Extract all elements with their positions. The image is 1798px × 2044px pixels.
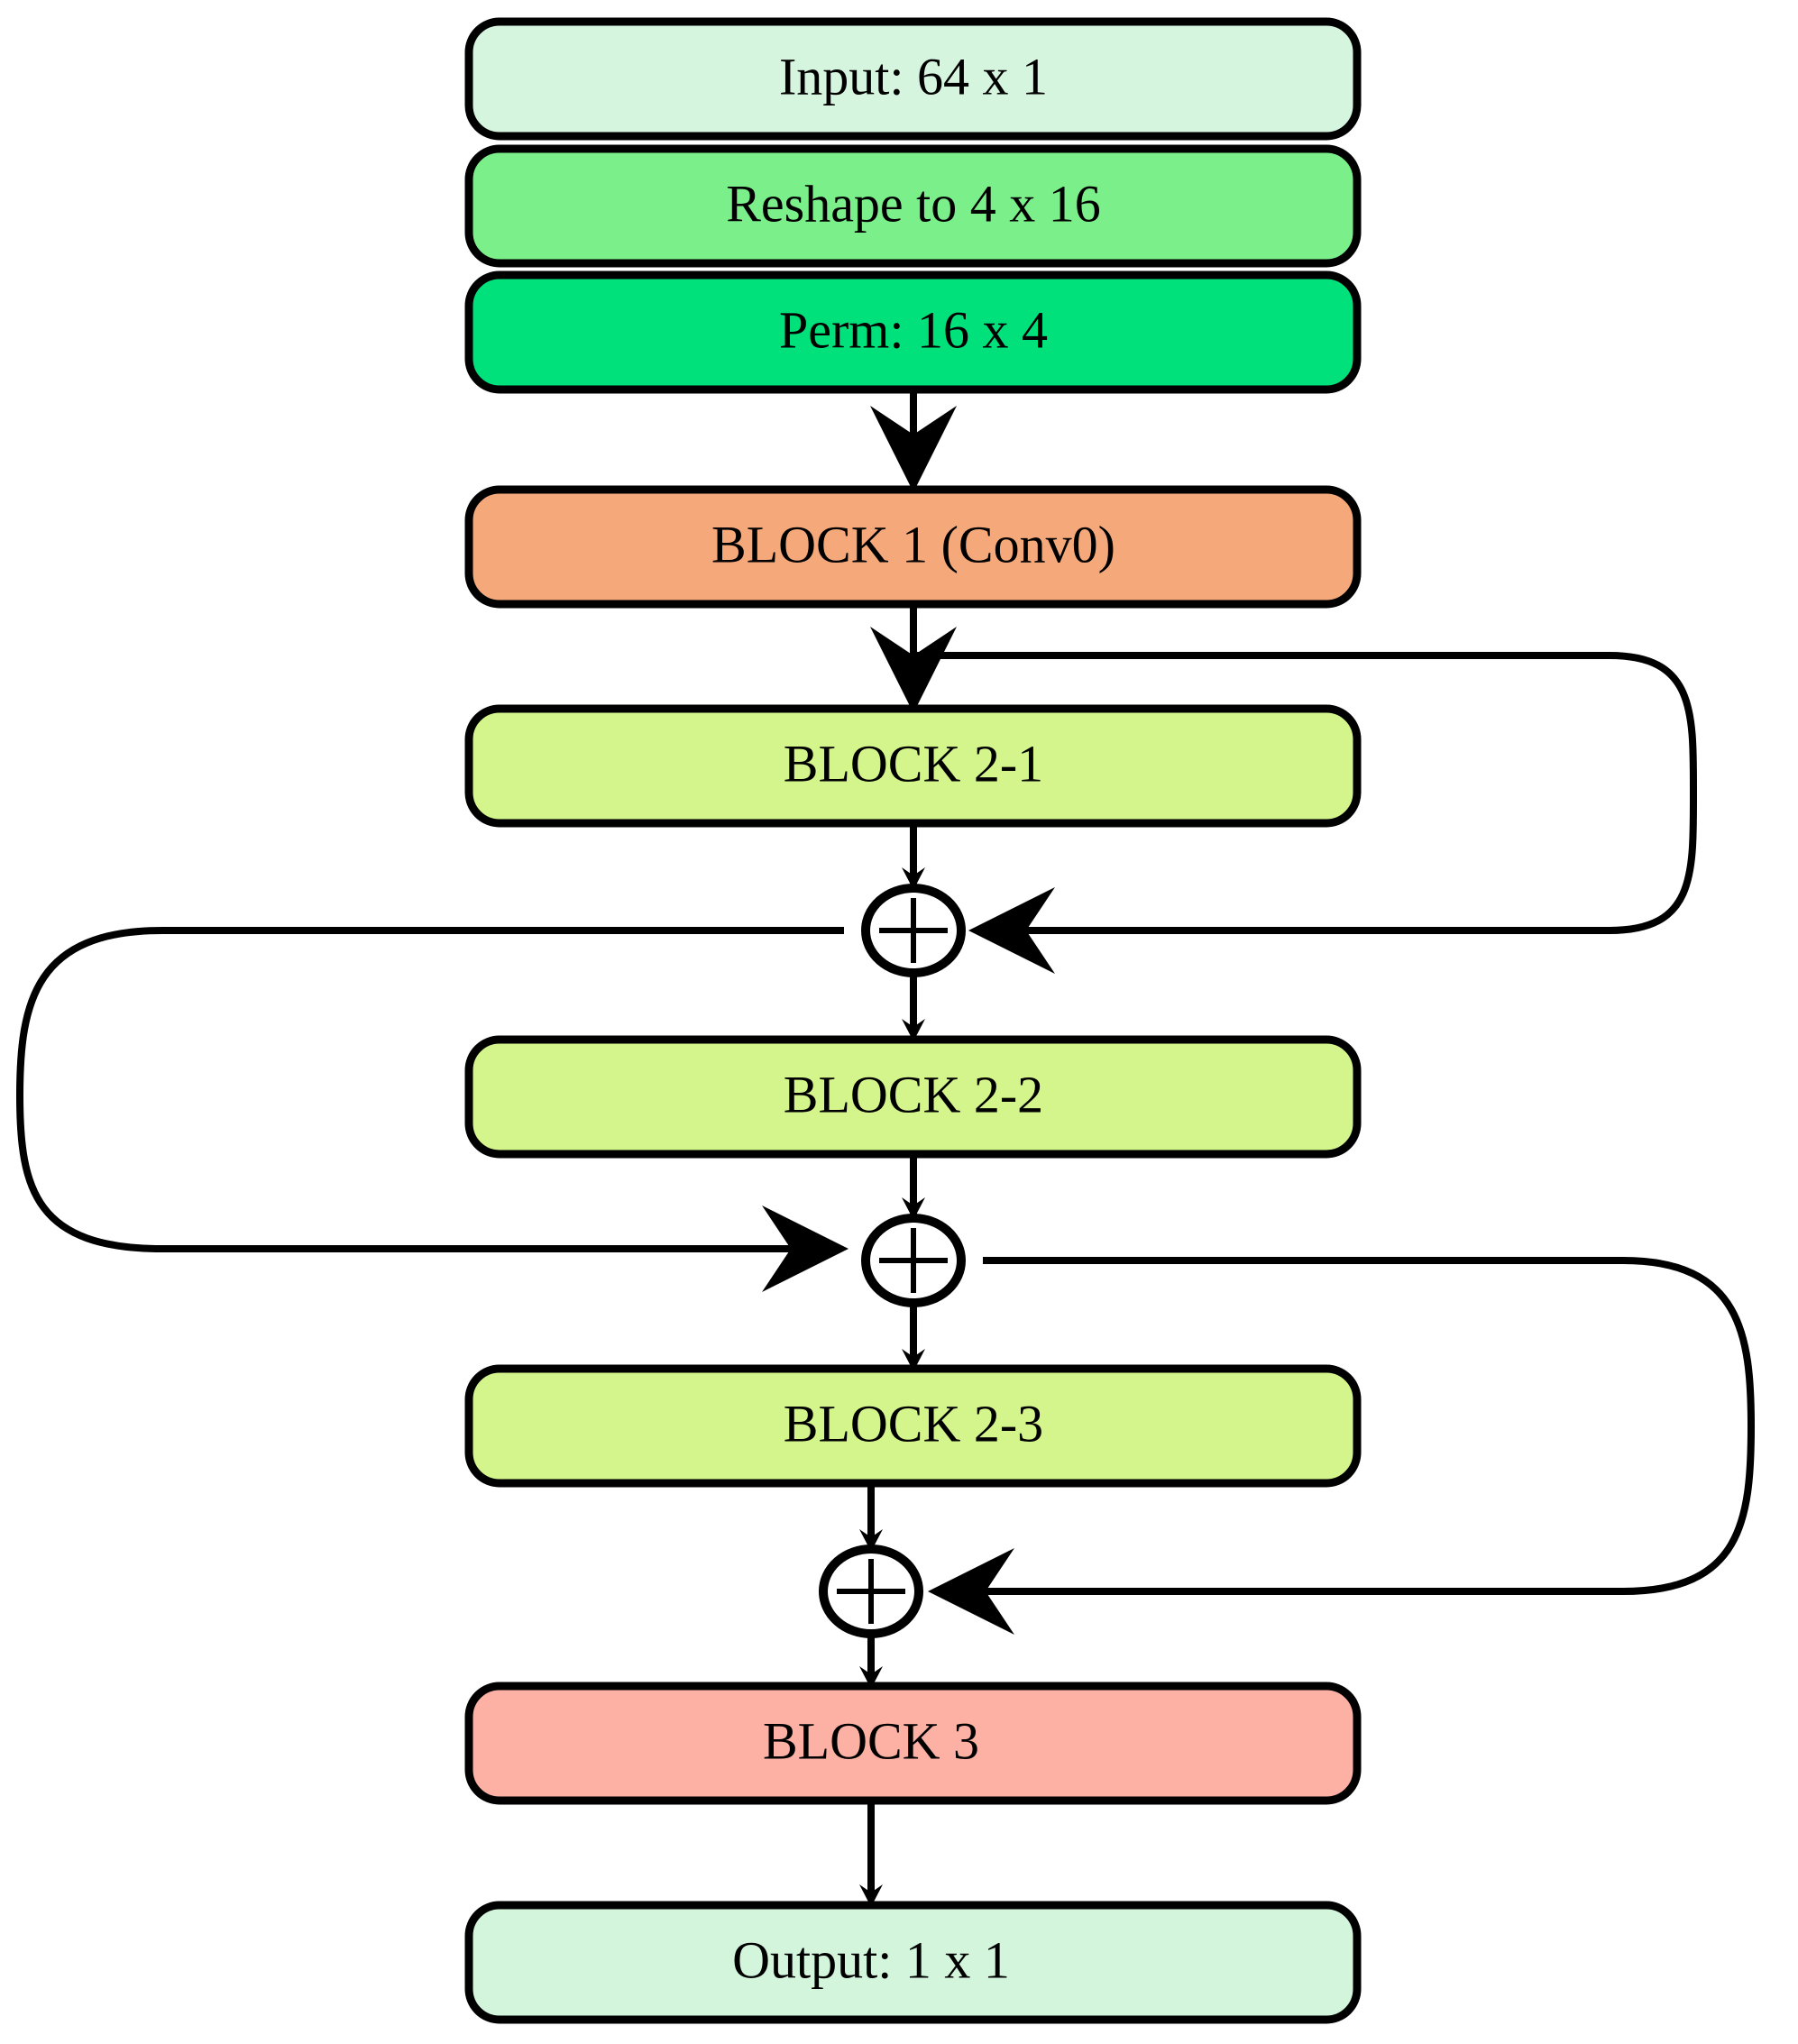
node-input[interactable]: Input: 64 x 1 bbox=[464, 17, 1362, 141]
node-block3-label: BLOCK 3 bbox=[763, 1711, 979, 1770]
node-input-label: Input: 64 x 1 bbox=[779, 47, 1048, 105]
node-block1-shape bbox=[464, 485, 1362, 609]
node-input-shape bbox=[464, 17, 1362, 141]
node-block2-3[interactable]: BLOCK 2-3 bbox=[464, 1364, 1362, 1488]
node-reshape-shape bbox=[464, 144, 1362, 268]
node-output[interactable]: Output: 1 x 1 bbox=[464, 1901, 1362, 2024]
node-block1[interactable]: BLOCK 1 (Conv0) bbox=[464, 485, 1362, 609]
sum-node-3[interactable] bbox=[819, 1544, 923, 1638]
node-perm[interactable]: Perm: 16 x 4 bbox=[464, 270, 1362, 394]
node-perm-shape bbox=[464, 270, 1362, 394]
node-block2-1-shape bbox=[464, 704, 1362, 828]
node-reshape-label: Reshape to 4 x 16 bbox=[726, 174, 1101, 233]
edge-skip-block1-to-sum1 bbox=[913, 652, 1698, 974]
sum-node-1[interactable] bbox=[861, 884, 966, 977]
node-output-shape bbox=[464, 1901, 1362, 2024]
arrowhead-group bbox=[859, 467, 925, 1907]
edge-skip-sum2-to-sum3 bbox=[928, 1257, 1756, 1635]
node-reshape[interactable]: Reshape to 4 x 16 bbox=[464, 144, 1362, 268]
node-block2-2[interactable]: BLOCK 2-2 bbox=[464, 1035, 1362, 1159]
node-block3[interactable]: BLOCK 3 bbox=[464, 1682, 1362, 1805]
node-block2-1[interactable]: BLOCK 2-1 bbox=[464, 704, 1362, 828]
node-block2-3-shape bbox=[464, 1364, 1362, 1488]
node-output-label: Output: 1 x 1 bbox=[732, 1930, 1010, 1989]
node-perm-label: Perm: 16 x 4 bbox=[779, 300, 1048, 359]
node-block2-1-label: BLOCK 2-1 bbox=[784, 734, 1043, 793]
edge-skip-sum1-to-sum2 bbox=[15, 927, 849, 1292]
node-block1-label: BLOCK 1 (Conv0) bbox=[711, 515, 1115, 573]
node-block3-shape bbox=[464, 1682, 1362, 1805]
sum-node-2[interactable] bbox=[861, 1214, 966, 1307]
node-block2-3-label: BLOCK 2-3 bbox=[784, 1394, 1043, 1453]
node-block2-2-shape bbox=[464, 1035, 1362, 1159]
node-block2-2-label: BLOCK 2-2 bbox=[784, 1065, 1043, 1123]
